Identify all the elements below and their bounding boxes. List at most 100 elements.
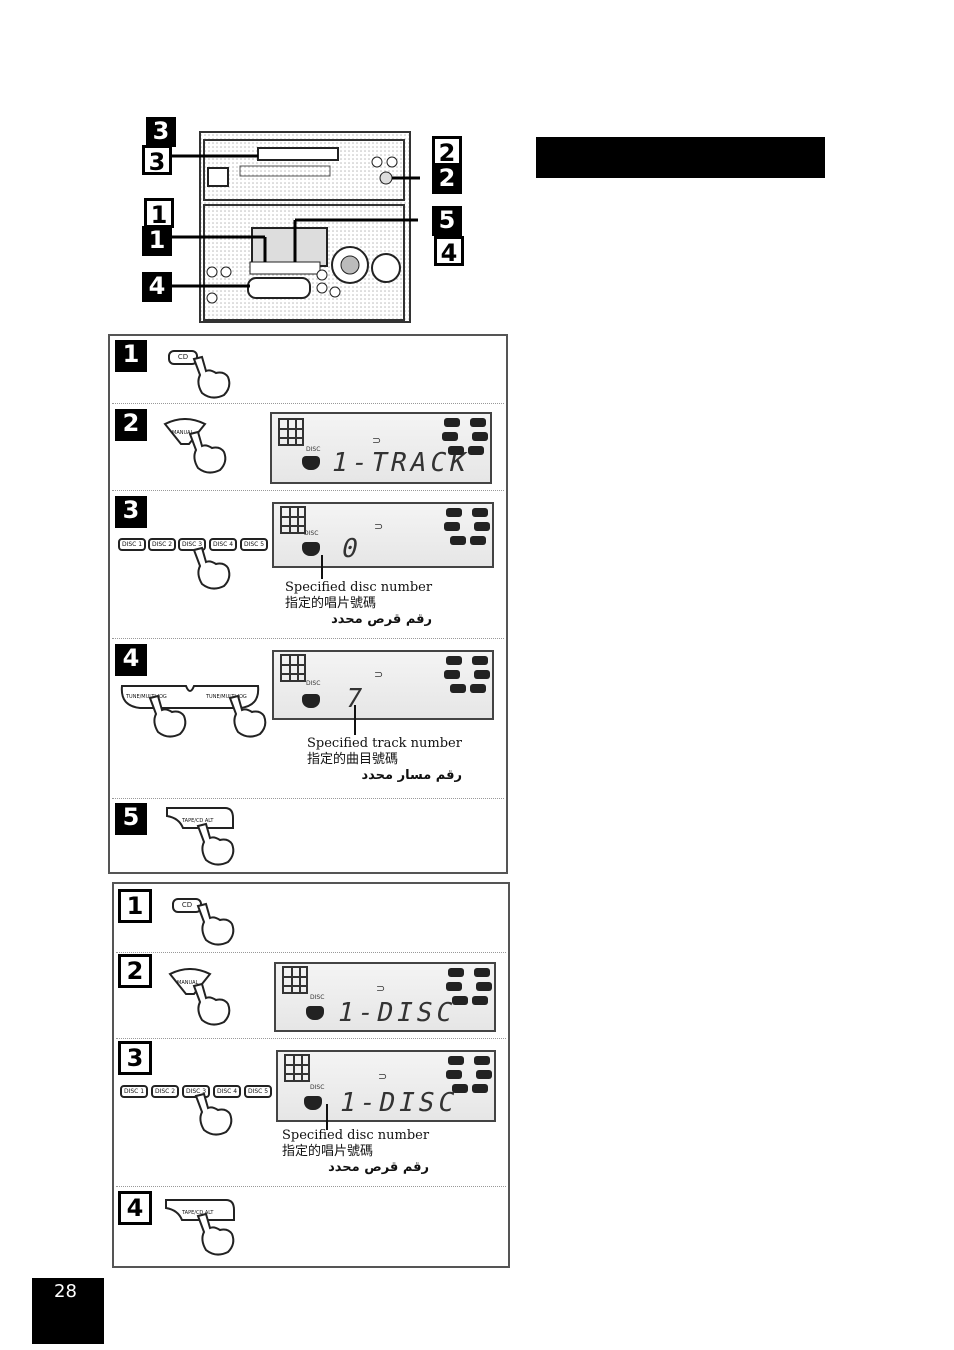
pressing-hand-icon	[196, 1212, 235, 1256]
step-number: 4	[115, 644, 147, 676]
jog-left-label[interactable]: TUNE/MULTI JOG	[126, 694, 167, 700]
disc-grid-icon	[282, 966, 308, 994]
disc-tag: DISC	[310, 1084, 325, 1091]
pressing-hand-icon	[192, 546, 231, 590]
caption-en: Specified disc number	[285, 580, 433, 595]
caption-en: Specified disc number	[282, 1128, 430, 1143]
cd-button[interactable]: CD	[172, 898, 202, 913]
mode-indicator-icon	[446, 966, 494, 1012]
mode-indicator-icon	[446, 1054, 494, 1100]
stereo-system-drawing	[170, 131, 420, 323]
callout-3-solid: 3	[146, 117, 176, 147]
step-number: 1	[118, 889, 152, 923]
lcd-display: ⊃ DISC 7	[272, 650, 494, 720]
caption-disc-number: Specified disc number 指定的唱片號碼 رقم قرص مح…	[282, 1128, 429, 1176]
caption-zh: 指定的唱片號碼	[282, 1144, 374, 1159]
caption-zh: 指定的曲目號碼	[307, 752, 399, 767]
manual-label: MANUAL	[177, 980, 199, 986]
tape-cd-label[interactable]: TAPE/CD ALT	[182, 818, 214, 824]
disc-grid-icon	[284, 1054, 310, 1082]
pressing-hand-icon	[196, 902, 235, 946]
caption-track-number: Specified track number 指定的曲目號碼 رقم مسار …	[307, 736, 462, 784]
repeat-arrow-icon: ⊃	[376, 982, 386, 995]
divider	[112, 490, 504, 491]
disc-4-button[interactable]: DISC 4	[213, 1085, 241, 1098]
disc-grid-icon	[280, 654, 306, 682]
page-number-tab: 28	[32, 1278, 104, 1344]
caption-zh: 指定的唱片號碼	[285, 596, 377, 611]
step-number: 2	[118, 954, 152, 988]
caption-ar: رقم مسار محدد	[361, 768, 462, 783]
step-number: 3	[115, 496, 147, 528]
section-b-panel	[112, 882, 510, 1268]
callout-5-solid: 5	[432, 206, 462, 236]
pressing-hand-icon	[192, 982, 231, 1026]
pointer-line	[354, 705, 356, 735]
repeat-arrow-icon: ⊃	[374, 668, 384, 681]
pressing-hand-icon	[188, 430, 227, 474]
pressing-hand-icon	[196, 822, 235, 866]
disc-icon	[306, 1006, 324, 1020]
repeat-arrow-icon: ⊃	[378, 1070, 388, 1083]
disc-tag: DISC	[304, 530, 319, 537]
step-number: 5	[115, 803, 147, 835]
lcd-readout: 0	[338, 534, 365, 564]
disc-4-button[interactable]: DISC 4	[209, 538, 237, 551]
caption-disc-number: Specified disc number 指定的唱片號碼 رقم قرص مح…	[285, 580, 432, 628]
lcd-display: ⊃ DISC 0	[272, 502, 494, 568]
mode-indicator-icon	[442, 416, 490, 462]
divider	[112, 798, 504, 799]
step-number: 4	[118, 1191, 152, 1225]
step-number: 1	[115, 340, 147, 372]
pressing-hand-icon	[194, 1092, 233, 1136]
callout-2-outline: 2	[432, 136, 462, 167]
caption-ar: رقم قرص محدد	[331, 612, 433, 627]
tape-cd-button-icon	[165, 1199, 235, 1221]
repeat-arrow-icon: ⊃	[372, 434, 382, 447]
caption-en: Specified track number	[307, 736, 462, 751]
tape-cd-label[interactable]: TAPE/CD ALT	[182, 1210, 214, 1216]
divider	[116, 1038, 506, 1039]
callout-4-outline: 4	[434, 236, 464, 267]
section-header-bar	[536, 137, 825, 178]
callout-2-solid: 2	[432, 164, 462, 194]
pressing-hand-icon	[148, 694, 187, 738]
step-number: 2	[115, 409, 147, 441]
tape-cd-button-icon	[166, 807, 234, 829]
lcd-display: ⊃ DISC 1-DISC	[276, 1050, 496, 1122]
disc-icon	[304, 1096, 322, 1110]
lcd-display: ⊃ DISC 1-TRACK	[270, 412, 492, 484]
jog-right-label[interactable]: TUNE/MULTI JOG	[206, 694, 247, 700]
pointer-line	[326, 1104, 328, 1130]
caption-ar: رقم قرص محدد	[328, 1160, 430, 1175]
lcd-readout: 1-DISC	[334, 998, 460, 1028]
disc-tag: DISC	[310, 994, 325, 1001]
disc-icon	[302, 694, 320, 708]
callout-3-outline: 3	[142, 145, 172, 176]
divider	[116, 1186, 506, 1187]
pressing-hand-icon	[192, 355, 231, 399]
section-a-panel	[108, 334, 508, 874]
disc-1-button[interactable]: DISC 1	[120, 1085, 148, 1098]
disc-grid-icon	[280, 506, 306, 534]
callout-4-solid: 4	[142, 272, 172, 302]
disc-2-button[interactable]: DISC 2	[148, 538, 176, 551]
lcd-display: ⊃ DISC 1-DISC	[274, 962, 496, 1032]
divider	[112, 638, 504, 639]
divider	[116, 952, 506, 953]
lcd-readout: 1-DISC	[336, 1088, 462, 1118]
pressing-hand-icon	[228, 694, 267, 738]
device-illustration	[140, 110, 510, 325]
divider	[112, 403, 504, 404]
disc-icon	[302, 456, 320, 470]
page-number: 28	[54, 1281, 77, 1302]
manual-label: MANUAL	[172, 430, 194, 436]
disc-tag: DISC	[306, 446, 321, 453]
callout-1-outline: 1	[144, 198, 174, 229]
disc-5-button[interactable]: DISC 5	[240, 538, 268, 551]
pointer-line	[321, 555, 323, 579]
disc-icon	[302, 542, 320, 556]
disc-2-button[interactable]: DISC 2	[151, 1085, 179, 1098]
disc-1-button[interactable]: DISC 1	[118, 538, 146, 551]
disc-5-button[interactable]: DISC 5	[244, 1085, 272, 1098]
